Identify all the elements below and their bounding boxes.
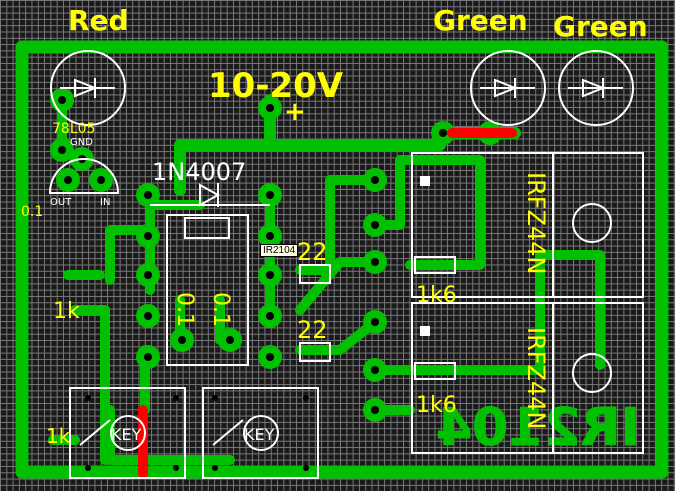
label-mosfet: IRFZ44N	[522, 327, 550, 430]
drill-hole	[144, 191, 152, 199]
led-green-outline	[470, 50, 546, 126]
diode-symbol	[150, 183, 270, 207]
drill-hole	[371, 366, 379, 374]
component-tooltip: IR2104	[260, 244, 299, 257]
drill-hole	[144, 312, 152, 320]
label-diode: 1N4007	[152, 158, 246, 186]
label-key: KEY	[111, 425, 142, 444]
key-pin	[303, 465, 309, 471]
label-gnd: GND	[70, 137, 93, 148]
label-res: 1k6	[416, 283, 457, 308]
key-pin	[85, 465, 91, 471]
label-plus: +	[284, 97, 306, 127]
key-pin	[212, 465, 218, 471]
label-res: 1k	[53, 299, 80, 324]
label-red: Red	[68, 4, 129, 37]
drill-hole	[371, 318, 379, 326]
silkscreen	[48, 50, 644, 479]
key-pin	[173, 395, 179, 401]
drill-hole	[371, 258, 379, 266]
label-res: 22	[297, 238, 328, 266]
drill-hole	[97, 176, 105, 184]
label-in: IN	[100, 197, 110, 208]
label-res: 1k6	[416, 393, 457, 418]
led-red-outline	[50, 50, 126, 126]
drill-hole	[144, 271, 152, 279]
drill-hole	[439, 129, 447, 137]
label-out: OUT	[50, 197, 72, 208]
drill-hole	[266, 271, 274, 279]
label-key: KEY	[244, 425, 275, 444]
label-res: 22	[297, 316, 328, 344]
drill-hole	[266, 191, 274, 199]
drill-hole	[266, 232, 274, 240]
key-pin	[85, 395, 91, 401]
key-pin	[173, 465, 179, 471]
label-cap: 0.1	[21, 204, 43, 220]
label-green: Green	[553, 10, 648, 43]
drill-hole	[266, 353, 274, 361]
drill-hole	[371, 221, 379, 229]
drill-hole	[64, 176, 72, 184]
drill-hole	[144, 353, 152, 361]
drill-hole	[266, 312, 274, 320]
drill-hole	[371, 406, 379, 414]
key-pin	[212, 395, 218, 401]
copper-text-ir2104: IR2104	[436, 398, 640, 458]
regulator-outline	[48, 158, 120, 194]
label-green: Green	[433, 4, 528, 37]
key-pin	[303, 395, 309, 401]
label-mosfet: IRFZ44N	[522, 172, 550, 275]
drill-hole	[226, 336, 234, 344]
led-green-outline	[558, 50, 634, 126]
key-1-outline	[69, 387, 186, 479]
drill-hole	[58, 96, 66, 104]
drill-hole	[371, 176, 379, 184]
drill-hole	[178, 336, 186, 344]
drill-hole	[58, 146, 66, 154]
drill-hole	[266, 104, 274, 112]
mosfet-1-outline	[411, 152, 644, 298]
label-regulator: 78L05	[52, 121, 95, 137]
key-2-outline	[202, 387, 319, 479]
label-res: 1k	[46, 424, 71, 448]
drill-hole	[144, 232, 152, 240]
label-cap: 0.1	[208, 292, 233, 327]
label-supply: 10-20V	[208, 66, 344, 106]
ic-outline	[166, 214, 249, 366]
pads	[50, 88, 502, 471]
mosfet-2-outline	[411, 302, 644, 454]
label-cap: 0.1	[172, 292, 197, 327]
